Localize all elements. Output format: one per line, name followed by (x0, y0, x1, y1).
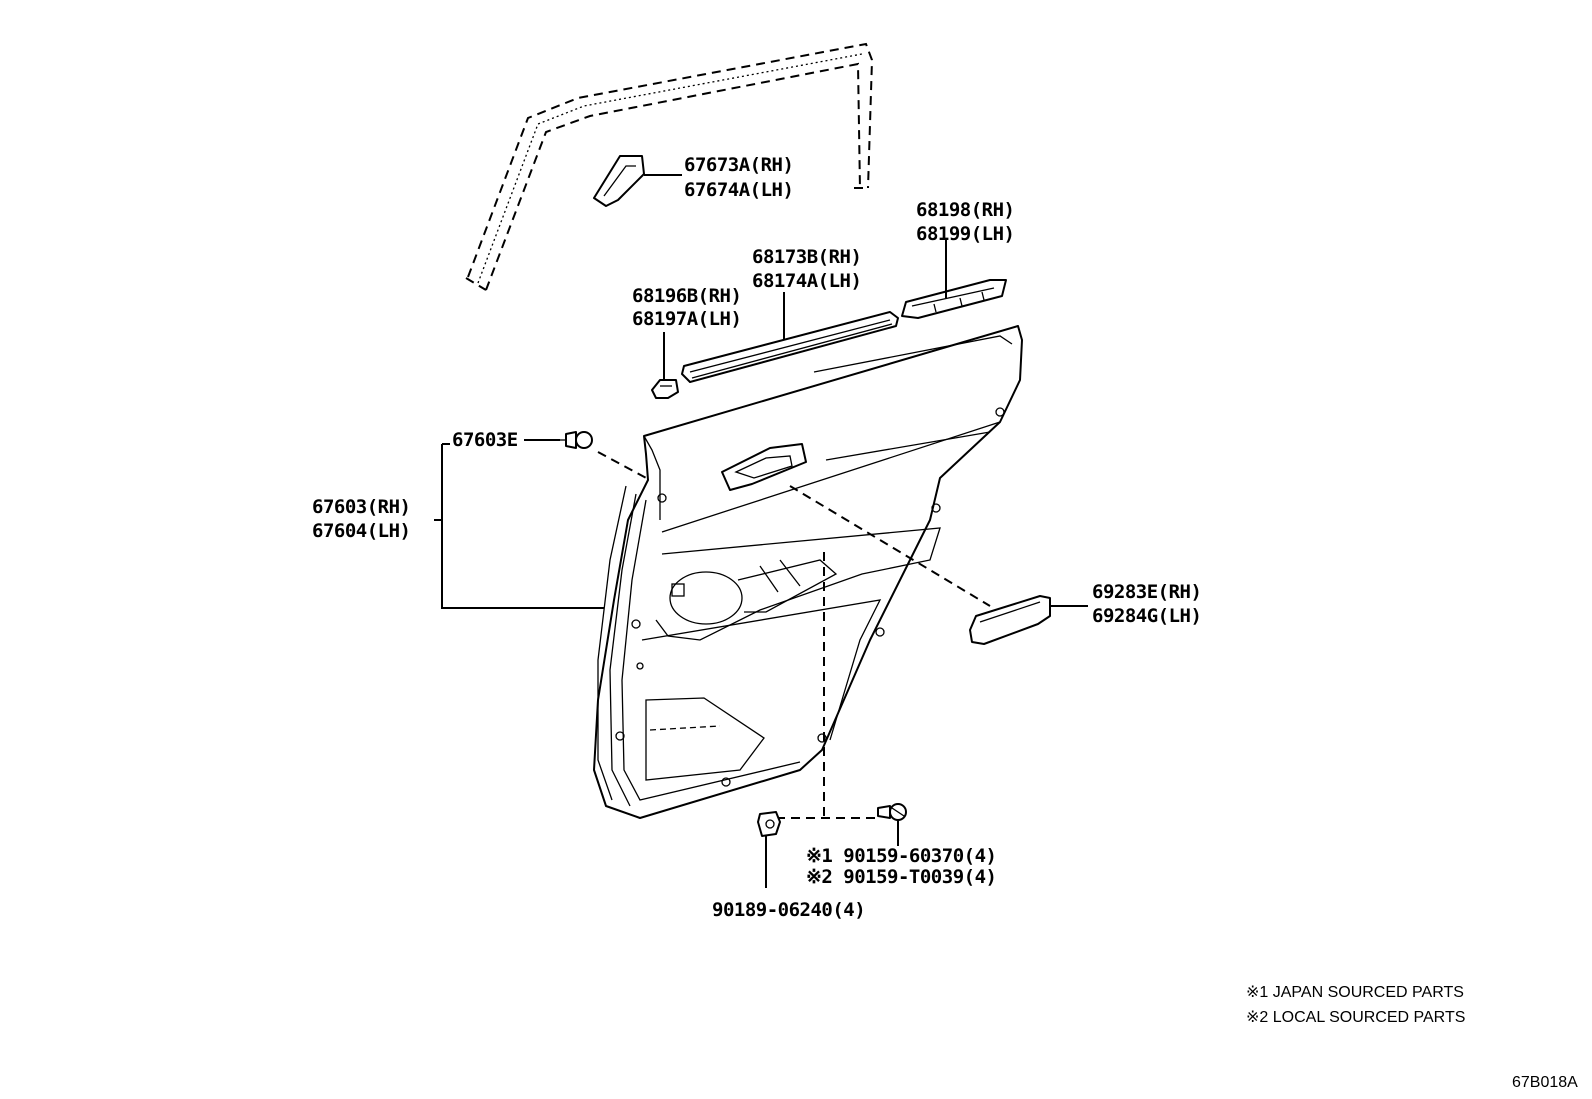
screw-part (877, 803, 907, 821)
callout-weatherstrip-rh: 68198(RH) (916, 199, 1014, 221)
armrest-part (969, 595, 1051, 645)
belt-moulding-part (681, 311, 899, 383)
weatherstrip-part (901, 279, 1007, 319)
callout-glass-channel-rh: 67673A(RH) (684, 154, 793, 176)
diagram-code: 67B018A (1512, 1074, 1578, 1091)
callout-trim-board-rh: 67603(RH) (312, 496, 410, 518)
callout-nut: 90189-06240(4) (712, 899, 865, 921)
legend-note-local: ※2 LOCAL SOURCED PARTS (1246, 1009, 1465, 1026)
callout-trim-board-lh: 67604(LH) (312, 520, 410, 542)
door-window-frame (465, 42, 874, 291)
inside-handle-bezel (721, 443, 807, 491)
callout-armrest-lh: 69284G(LH) (1092, 605, 1201, 627)
legend-note-japan: ※1 JAPAN SOURCED PARTS (1246, 984, 1464, 1001)
belt-clip-part (651, 379, 679, 399)
callout-belt-moulding-rh: 68173B(RH) (752, 246, 861, 268)
callout-belt-clip-lh: 68197A(LH) (632, 308, 741, 330)
callout-glass-channel-lh: 67674A(LH) (684, 179, 793, 201)
glass-channel-part (593, 155, 645, 207)
callout-belt-moulding-lh: 68174A(LH) (752, 270, 861, 292)
callout-screw-local: ※2 90159-T0039(4) (806, 866, 996, 888)
hidden-line-armrest (789, 485, 991, 607)
door-trim-board (593, 325, 1023, 819)
callout-screw-japan: ※1 90159-60370(4) (806, 845, 996, 867)
leader-bracket-trim (434, 443, 604, 609)
callout-armrest-rh: 69283E(RH) (1092, 581, 1201, 603)
callout-clip: 67603E (452, 429, 518, 451)
clip-part (560, 431, 593, 449)
callout-belt-clip-rh: 68196B(RH) (632, 285, 741, 307)
nut-part (757, 811, 781, 837)
hidden-line-clip (597, 451, 651, 481)
callout-weatherstrip-lh: 68199(LH) (916, 223, 1014, 245)
